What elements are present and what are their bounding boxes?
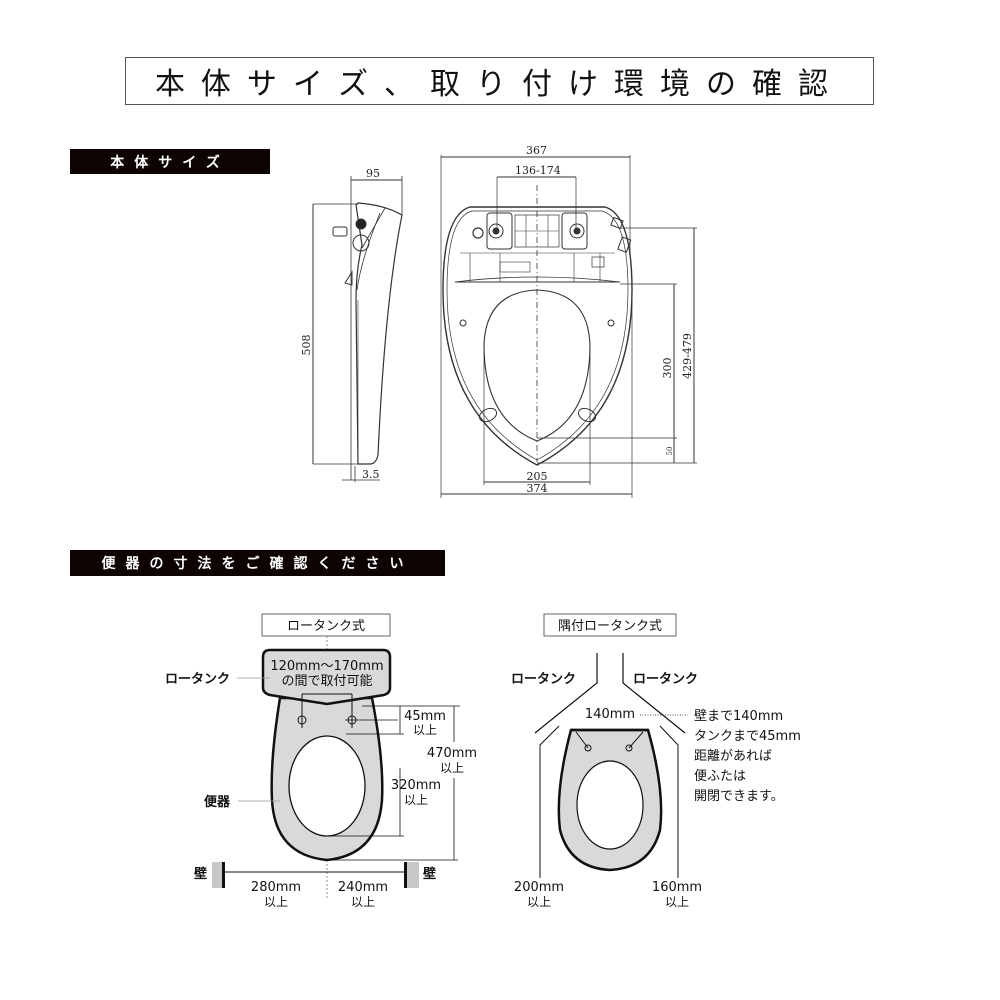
dim-280: 280mm [251, 880, 301, 895]
dim-opening-length: 300 [661, 358, 674, 379]
dim-side-width: 95 [366, 167, 380, 180]
dim-160-sub: 以上 [665, 895, 689, 909]
dim-opening-width: 205 [527, 470, 548, 483]
dim-200-sub: 以上 [527, 895, 551, 909]
note-line: 壁まで140mm [694, 709, 783, 724]
note-line: 距離があれば [694, 749, 772, 764]
tank-note-line2: の間で取付可能 [281, 674, 372, 689]
dim-bottom-width: 374 [527, 482, 548, 495]
dim-top-width: 367 [526, 144, 547, 157]
dim-45: 45mm [404, 709, 446, 724]
dim-160: 160mm [652, 880, 702, 895]
section-header-toilet-dimensions: 便器の寸法をご確認ください [70, 550, 445, 576]
dim-470-sub: 以上 [440, 761, 464, 775]
dim-240-sub: 以上 [351, 895, 375, 909]
corner-tank-note: 壁まで140mm タンクまで45mm 距離があれば 便ふたは 開閉できます。 [694, 709, 801, 804]
dim-320: 320mm [391, 778, 441, 793]
note-line: 開閉できます。 [694, 789, 784, 804]
page-title-box: 本体サイズ、取り付け環境の確認 [125, 57, 874, 105]
side-view-drawing [312, 176, 403, 482]
corner-tank-left-label: ロータンク [511, 672, 576, 687]
dim-470: 470mm [427, 746, 477, 761]
wall-left-label: 壁 [194, 866, 207, 882]
corner-tank-box-label: 隅付ロータンク式 [558, 619, 662, 634]
corner-tank-right-label: ロータンク [633, 672, 698, 687]
section-label: 便器の寸法をご確認ください [101, 556, 414, 572]
section-label: 本体サイズ [110, 154, 230, 171]
section-header-body-size: 本体サイズ [70, 149, 270, 174]
dim-45-sub: 以上 [413, 723, 437, 737]
dim-200: 200mm [514, 880, 564, 895]
dim-tip-offset: 50 [666, 447, 674, 456]
dim-mount-to-tip: 429-479 [681, 333, 694, 379]
dim-side-offset: 3.5 [362, 468, 380, 481]
dim-320-sub: 以上 [404, 793, 428, 807]
low-tank-diagram [212, 613, 460, 900]
dim-140: 140mm [585, 707, 635, 722]
wall-right-label: 壁 [423, 866, 436, 882]
dim-280-sub: 以上 [264, 895, 288, 909]
tank-note-line1: 120mm〜170mm [270, 659, 383, 674]
corner-tank-diagram [534, 613, 688, 878]
note-line: 便ふたは [694, 769, 746, 784]
bowl-label: 便器 [204, 794, 231, 810]
page-title: 本体サイズ、取り付け環境の確認 [154, 67, 845, 102]
top-view-drawing [440, 155, 697, 498]
dim-side-height: 508 [300, 335, 313, 356]
dim-240: 240mm [338, 880, 388, 895]
low-tank-box-label: ロータンク式 [287, 619, 365, 634]
note-line: タンクまで45mm [694, 729, 801, 744]
dim-mount-spacing: 136-174 [515, 164, 561, 177]
low-tank-label: ロータンク [165, 672, 230, 687]
